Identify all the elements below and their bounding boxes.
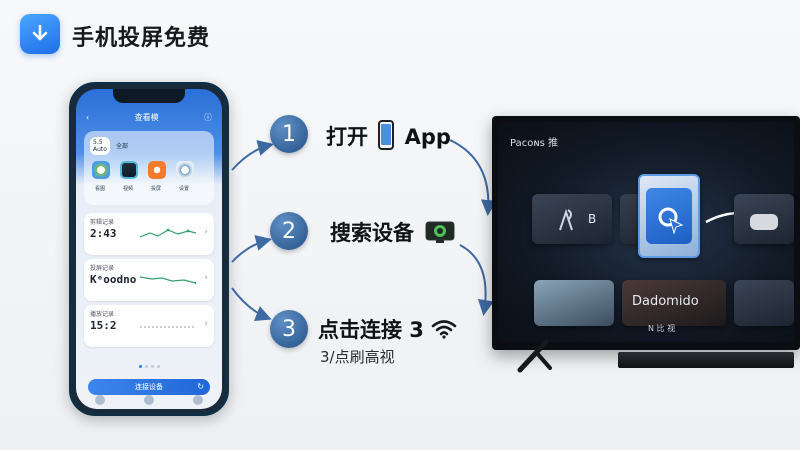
settings-app-icon[interactable] bbox=[176, 161, 194, 179]
nav-home-icon[interactable] bbox=[95, 395, 106, 405]
step-number-1: 1 bbox=[270, 115, 308, 153]
tv-footer: N 比 视 bbox=[648, 324, 676, 333]
step-label-text: 搜索设备 bbox=[330, 221, 414, 245]
version-badge: 5.5 Auto bbox=[90, 137, 110, 155]
tv-stand-leg bbox=[517, 340, 552, 373]
step-number-2: 2 bbox=[270, 212, 308, 250]
phone-preview bbox=[646, 188, 692, 244]
phone-screen: ‹ 查看模 ⓘ 5.5 Auto 全部 看图 视频 投屏 设置 剪辑 bbox=[76, 89, 222, 409]
phone-screen-title: 查看模 bbox=[134, 112, 159, 122]
sparkline bbox=[140, 276, 196, 285]
stat-value: Kᵉoodno bbox=[90, 273, 137, 286]
app-label-row: 看图 视频 投屏 设置 bbox=[88, 185, 196, 192]
page-title: 手机投屏免费 bbox=[72, 26, 211, 51]
chevron-right-icon: › bbox=[204, 227, 208, 237]
info-icon[interactable]: ⓘ bbox=[203, 112, 212, 122]
stat-value: 2:43 bbox=[90, 227, 117, 240]
button-label: 连接设备 bbox=[135, 383, 163, 391]
tv-screen: Paᴄoɴs 推 B Dadomido bbox=[498, 122, 794, 342]
app-label: 视频 bbox=[122, 186, 133, 192]
step-label-text: 打开 bbox=[326, 125, 368, 149]
feature-card: 5.5 Auto 全部 看图 视频 投屏 设置 bbox=[84, 131, 214, 205]
nav-profile-icon[interactable] bbox=[192, 395, 203, 405]
stat-card[interactable]: 剪辑记录 2:43 › bbox=[84, 213, 214, 255]
app-label: 设置 bbox=[178, 186, 189, 192]
sparkline bbox=[140, 326, 196, 328]
tv-screen-title: Paᴄoɴs 推 bbox=[510, 138, 559, 149]
refresh-icon: ↻ bbox=[197, 382, 204, 391]
smartphone-mockup: ‹ 查看模 ⓘ 5.5 Auto 全部 看图 视频 投屏 设置 剪辑 bbox=[69, 82, 229, 416]
video-app-icon[interactable] bbox=[120, 161, 138, 179]
page-dot bbox=[144, 365, 148, 368]
page-indicator bbox=[76, 365, 222, 368]
phone-icon bbox=[378, 120, 395, 150]
stat-label: 投屏记录 bbox=[90, 265, 115, 272]
signal-antenna-icon bbox=[559, 208, 573, 231]
category-chip[interactable]: 全部 bbox=[115, 143, 128, 150]
chevron-right-icon: › bbox=[204, 319, 208, 329]
app-label: 投屏 bbox=[150, 186, 161, 192]
stat-card[interactable]: 投屏记录 Kᵉoodno › bbox=[84, 259, 214, 301]
connect-device-button[interactable]: 连接设备 ↻ bbox=[88, 379, 210, 395]
tile-label: Dadomido bbox=[632, 294, 699, 309]
card-chips: 5.5 Auto 全部 bbox=[90, 137, 128, 155]
tv-tile[interactable] bbox=[734, 194, 794, 244]
page-dot bbox=[150, 365, 154, 368]
app-label: 看图 bbox=[94, 186, 105, 192]
stat-card[interactable]: 播放记录 15:2 › bbox=[84, 305, 214, 347]
step-label-search: 搜索设备 bbox=[330, 217, 455, 247]
step-label-text: 点击连接 3 bbox=[318, 318, 424, 342]
tile-label: B bbox=[588, 212, 597, 226]
tv-tile[interactable]: Dadomido bbox=[622, 280, 726, 326]
phone-bottom-nav bbox=[76, 395, 222, 405]
app-icon-row bbox=[92, 161, 194, 179]
tv-soundbar bbox=[618, 352, 794, 368]
download-app-icon bbox=[20, 14, 60, 54]
sparkline bbox=[140, 228, 196, 238]
tv-tile[interactable] bbox=[734, 280, 794, 326]
step-label-open-app: 打开 App bbox=[326, 120, 451, 151]
stat-value: 15:2 bbox=[90, 319, 117, 332]
download-arrow-icon bbox=[32, 24, 48, 41]
nav-cast-icon[interactable] bbox=[143, 395, 154, 405]
step-sub-label: 3/点刷高视 bbox=[320, 348, 395, 366]
step-number-3: 3 bbox=[270, 310, 308, 348]
tv-tile-selected[interactable] bbox=[638, 174, 700, 258]
chevron-right-icon: › bbox=[204, 273, 208, 283]
step-label-suffix: App bbox=[404, 125, 451, 149]
phone-notch bbox=[113, 89, 185, 103]
stat-label: 剪辑记录 bbox=[90, 219, 115, 226]
wifi-icon bbox=[431, 320, 457, 339]
back-chevron-icon[interactable]: ‹ bbox=[86, 112, 90, 122]
page-dot bbox=[156, 365, 160, 368]
tv-device-icon bbox=[425, 221, 455, 243]
stat-label: 播放记录 bbox=[90, 311, 115, 318]
phone-topbar: ‹ 查看模 ⓘ bbox=[76, 109, 222, 125]
cast-app-icon[interactable] bbox=[148, 161, 166, 179]
tv-mockup: Paᴄoɴs 推 B Dadomido bbox=[492, 116, 800, 350]
gallery-app-icon[interactable] bbox=[92, 161, 110, 179]
speaker-device-icon bbox=[750, 214, 778, 230]
cursor-pointer-icon bbox=[658, 207, 684, 234]
step-label-connect: 点击连接 3 bbox=[318, 314, 457, 344]
tv-tile[interactable] bbox=[534, 280, 614, 326]
tv-tile[interactable]: B bbox=[532, 194, 612, 244]
page-dot bbox=[138, 365, 142, 368]
